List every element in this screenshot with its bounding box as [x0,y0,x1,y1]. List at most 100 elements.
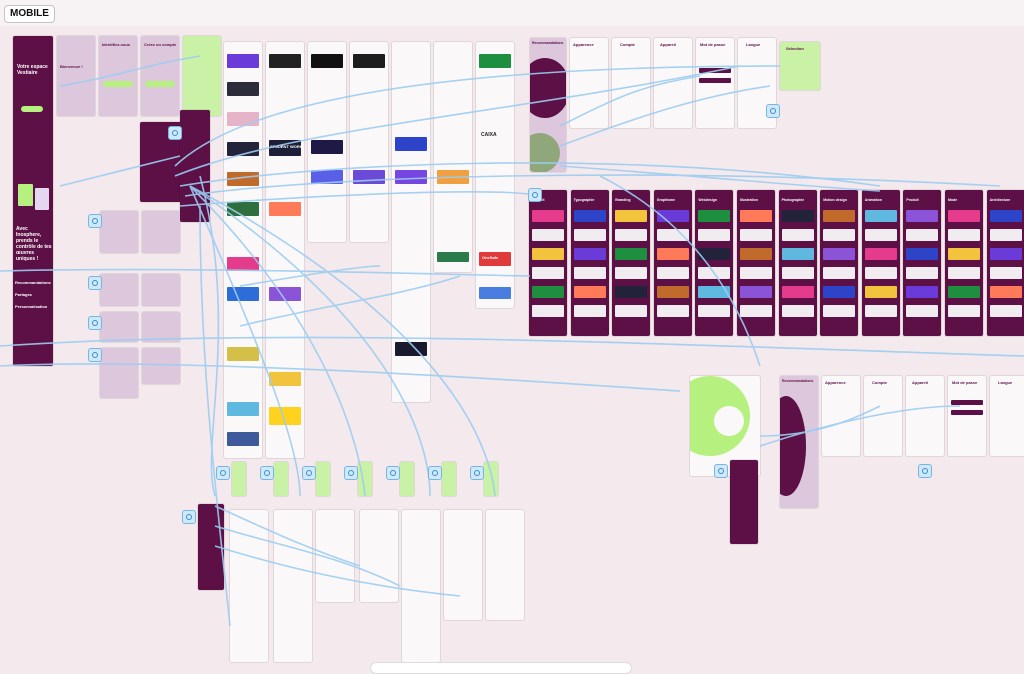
category-card[interactable] [989,286,1022,298]
profile-menu-screen[interactable] [690,376,760,476]
link-node[interactable] [88,276,102,290]
category-card[interactable] [698,248,731,260]
onboarding-screen-1[interactable]: Bienvenue ! [57,36,95,116]
category-card[interactable] [573,229,606,241]
form-screen-5[interactable] [100,312,138,342]
category-card[interactable] [615,229,648,241]
category-card[interactable] [864,267,897,279]
category-card[interactable] [532,286,564,298]
category-card[interactable] [823,248,856,260]
signup-button[interactable] [145,81,175,87]
link-node[interactable] [386,466,400,480]
category-card[interactable] [656,267,689,279]
link-node[interactable] [528,188,542,202]
category-card[interactable] [989,305,1022,317]
form-screen-4[interactable] [142,274,180,306]
category-card[interactable] [698,210,731,222]
welcome-screen[interactable]: Votre espace Vestiaire Avec Inosphere, p… [13,36,53,366]
category-card[interactable] [656,248,689,260]
gallery-col-7[interactable]: CAIXA OneSafe [476,42,514,308]
category-card[interactable] [573,210,606,222]
form-screen-8[interactable] [142,348,180,384]
category-screen[interactable]: Webdesign [695,190,734,336]
category-card[interactable] [615,267,648,279]
settings-device[interactable]: Appareil [654,38,692,128]
category-card[interactable] [864,286,897,298]
onboarding-screen-4[interactable] [183,36,221,116]
category-card[interactable] [823,229,856,241]
category-card[interactable] [948,210,980,222]
detail-screen-6[interactable] [444,510,482,620]
category-card[interactable] [740,286,772,298]
form-screen-2[interactable] [142,211,180,253]
form-screen-6[interactable] [142,312,180,342]
category-card[interactable] [573,248,606,260]
link-node[interactable] [714,464,728,478]
gallery-col-1[interactable] [224,42,262,458]
category-screen[interactable]: Motion design [820,190,859,336]
category-card[interactable] [740,267,772,279]
category-card[interactable] [740,248,772,260]
settings-password-2[interactable]: Mot de passe [948,376,986,456]
settings-device-2[interactable]: Appareil [906,376,944,456]
category-card[interactable] [615,305,648,317]
link-node[interactable] [88,316,102,330]
category-card[interactable] [656,286,689,298]
link-node[interactable] [88,348,102,362]
category-card[interactable] [532,210,564,222]
filter-tile-2[interactable] [274,462,288,496]
category-card[interactable] [864,248,897,260]
settings-account[interactable]: Compte [612,38,650,128]
recommendations-screen[interactable]: Recommandations [530,38,566,172]
category-card[interactable] [948,286,980,298]
category-card[interactable] [823,286,856,298]
menu-item-personnalisation[interactable]: Personnalisation [15,304,48,309]
link-node[interactable] [302,466,316,480]
category-card[interactable] [781,267,814,279]
category-card[interactable] [740,305,772,317]
category-card[interactable] [532,248,564,260]
category-card[interactable] [698,229,731,241]
settings-selection[interactable]: Sélection [780,42,820,90]
category-card[interactable] [781,229,814,241]
category-card[interactable] [573,305,606,317]
category-screen[interactable]: Produit [903,190,942,336]
settings-appearance[interactable]: Apparence [570,38,608,128]
onboarding-screen-3[interactable]: Créez un compte [141,36,179,116]
link-node[interactable] [216,466,230,480]
category-card[interactable] [573,267,606,279]
link-node[interactable] [260,466,274,480]
link-node[interactable] [766,104,780,118]
category-card[interactable] [948,229,980,241]
category-card[interactable] [615,286,648,298]
filter-tile-5[interactable] [400,462,414,496]
category-card[interactable] [823,267,856,279]
category-card[interactable] [573,286,606,298]
category-card[interactable] [532,305,564,317]
category-card[interactable] [615,248,648,260]
category-card[interactable] [532,267,564,279]
link-node[interactable] [182,510,196,524]
gallery-col-5[interactable] [392,42,430,402]
form-screen-7[interactable] [100,348,138,398]
category-card[interactable] [740,210,772,222]
category-card[interactable] [740,229,772,241]
category-card[interactable] [656,305,689,317]
category-card[interactable] [989,248,1022,260]
filter-tile-6[interactable] [442,462,456,496]
link-node[interactable] [88,214,102,228]
category-card[interactable] [781,286,814,298]
category-card[interactable] [948,305,980,317]
detail-screen-5[interactable] [402,510,440,662]
category-card[interactable] [532,229,564,241]
form-screen-1[interactable] [100,211,138,253]
link-node[interactable] [428,466,442,480]
category-card[interactable] [864,210,897,222]
category-screen[interactable]: Accueil [529,190,567,336]
category-screen[interactable]: Graphisme [653,190,692,336]
link-node[interactable] [168,126,182,140]
category-card[interactable] [906,305,939,317]
category-screen[interactable]: Illustration [737,190,775,336]
category-card[interactable] [906,248,939,260]
category-screen[interactable]: Branding [612,190,651,336]
